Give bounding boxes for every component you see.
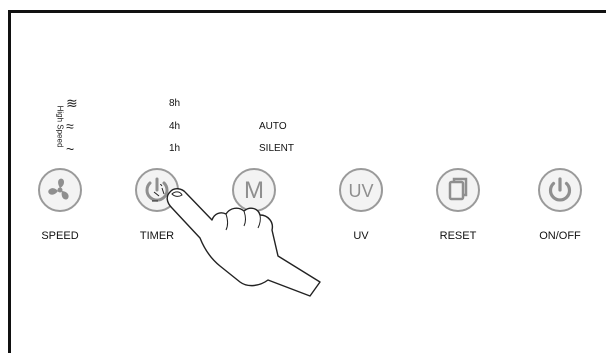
panel-frame-top <box>8 10 606 13</box>
speed-level-high: ≋ <box>66 96 78 110</box>
reset-button[interactable] <box>436 168 480 212</box>
fan-icon <box>40 170 80 210</box>
high-speed-label: High Speed <box>56 97 65 157</box>
pointing-hand-icon <box>160 184 340 324</box>
timer-level-4h: 4h <box>169 121 180 132</box>
reset-button-label: RESET <box>418 230 498 242</box>
uv-icon: UV <box>341 170 381 210</box>
timer-level-8h: 8h <box>169 98 180 109</box>
speed-level-medium: ≈ <box>66 119 74 133</box>
on-off-button[interactable] <box>538 168 582 212</box>
reset-filter-icon <box>438 170 478 210</box>
mode-auto-label: AUTO <box>259 121 287 132</box>
uv-button[interactable]: UV <box>339 168 383 212</box>
press-mark-icon <box>150 186 180 216</box>
power-icon <box>540 170 580 210</box>
on-off-button-label: ON/OFF <box>520 230 600 242</box>
mode-silent-label: SILENT <box>259 143 294 154</box>
speed-level-low: ~ <box>66 142 74 156</box>
speed-button-label: SPEED <box>20 230 100 242</box>
speed-button[interactable] <box>38 168 82 212</box>
timer-level-1h: 1h <box>169 143 180 154</box>
uv-glyph: UV <box>348 181 373 201</box>
panel-frame-left <box>8 10 11 353</box>
